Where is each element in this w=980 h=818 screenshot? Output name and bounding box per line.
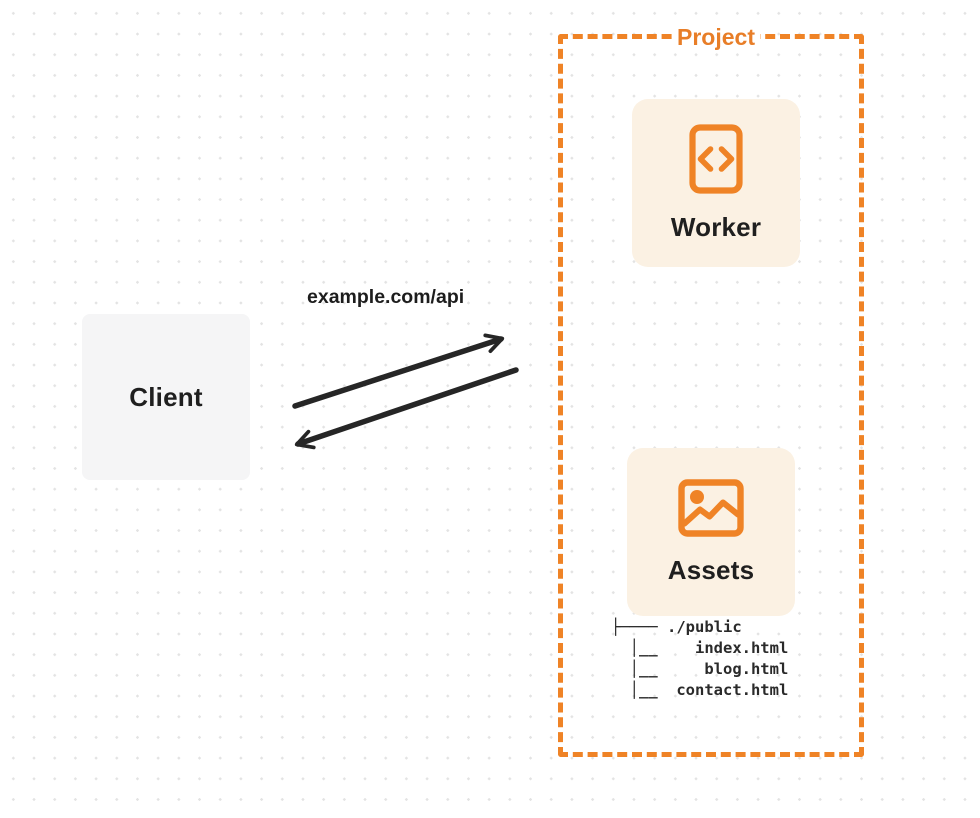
assets-node: Assets <box>627 448 795 616</box>
client-label: Client <box>129 381 203 412</box>
client-node: Client <box>82 314 250 480</box>
project-title: Project <box>672 24 760 51</box>
assets-file-tree: ├──── ./public │__ index.html │__ blog.h… <box>611 618 789 699</box>
code-file-icon <box>689 123 743 194</box>
request-url-label: example.com/api <box>307 286 465 308</box>
image-icon <box>678 478 744 537</box>
worker-label: Worker <box>670 211 762 242</box>
worker-node: Worker <box>632 99 800 267</box>
request-arrow <box>292 333 505 409</box>
response-arrow <box>294 367 519 450</box>
project-boundary: Project <box>558 24 864 757</box>
assets-label: Assets <box>667 554 755 585</box>
